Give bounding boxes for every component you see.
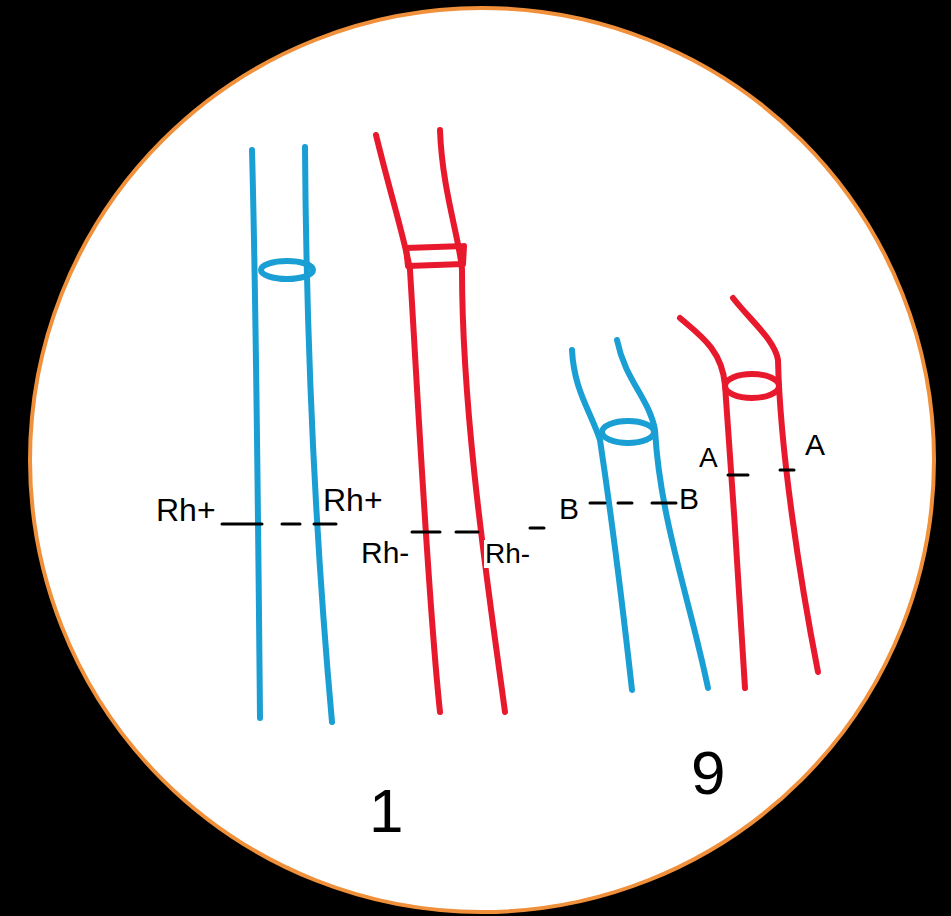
allele-label: B bbox=[558, 494, 580, 524]
chromosome-1-blue bbox=[252, 147, 332, 722]
locus-dash-lines bbox=[222, 470, 794, 532]
allele-label: Rh+ bbox=[155, 494, 217, 526]
allele-label: Rh- bbox=[360, 538, 410, 568]
chromosome-number: 1 bbox=[368, 780, 404, 842]
allele-label: Rh+ bbox=[322, 484, 384, 516]
allele-label: A bbox=[698, 444, 719, 472]
cell-outline bbox=[30, 8, 934, 912]
chromosome-9-red bbox=[680, 298, 818, 688]
chromosome-1-red bbox=[376, 130, 505, 712]
allele-label: Rh- bbox=[484, 540, 531, 568]
chromosome-number: 9 bbox=[690, 742, 726, 804]
allele-label: B bbox=[678, 484, 700, 514]
chromosome-9-blue bbox=[572, 340, 708, 690]
allele-label: A bbox=[804, 430, 826, 460]
